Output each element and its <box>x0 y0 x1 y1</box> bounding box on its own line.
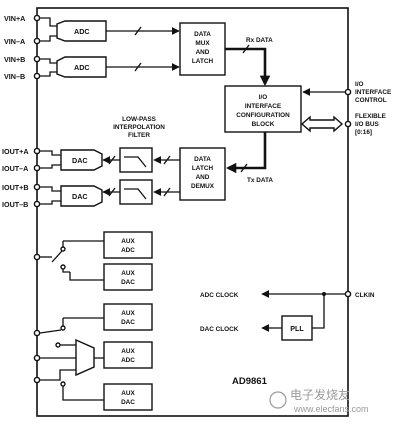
data-mux-line1: DATA <box>194 31 211 38</box>
aux-dac-1-line2: DAC <box>121 279 135 286</box>
pin-vin-minus-b: VIN–B <box>4 72 25 81</box>
watermark-url: www.elecfans.com <box>293 404 369 414</box>
io-control-line3: CONTROL <box>355 97 387 104</box>
aux-pin-markers <box>33 253 41 384</box>
dac-b-label: DAC <box>72 192 88 201</box>
dac-b-block <box>60 185 103 207</box>
lowpass-filter-b <box>119 179 153 205</box>
clkin-label: CLKIN <box>355 292 375 299</box>
aux-adc-1-line2: ADC <box>121 247 135 254</box>
aux-adc-1-block <box>103 231 153 259</box>
data-latch-line4: DEMUX <box>191 183 215 190</box>
aux-dac-1-line1: AUX <box>121 270 135 277</box>
data-latch-line2: LATCH <box>192 165 214 172</box>
pin-iout-minus-b: IOUT–B <box>2 200 28 209</box>
io-bus-line2: I/O BUS <box>355 121 380 128</box>
io-bus-line3: [0:16] <box>355 129 372 136</box>
lowpass-title-line3: FILTER <box>128 132 150 139</box>
pin-vin-plus-b: VIN+B <box>4 55 25 64</box>
aux-mux <box>40 338 104 381</box>
part-number: AD9861 <box>232 376 268 387</box>
adc-b-label: ADC <box>74 63 90 72</box>
data-mux-line4: LATCH <box>192 58 214 65</box>
io-bus-line1: FLEXIBLE <box>355 113 387 120</box>
data-mux-latch-block <box>179 22 226 76</box>
dac-a-block <box>60 149 103 171</box>
lowpass-filter-a <box>119 147 153 173</box>
adc-to-mux-buses <box>106 26 180 72</box>
data-mux-line2: MUX <box>195 40 210 47</box>
lowpass-title-line2: INTERPOLATION <box>113 124 165 131</box>
aux-adc-2-line2: ADC <box>121 357 135 364</box>
adc-a-label: ADC <box>74 27 90 36</box>
data-latch-line1: DATA <box>194 156 211 163</box>
aux-dac-2-line2: DAC <box>121 319 135 326</box>
aux-dac-2-wire <box>39 317 104 334</box>
aux-dac-3-line1: AUX <box>121 390 135 397</box>
adc-clock-label: ADC CLOCK <box>200 292 239 299</box>
data-mux-line3: AND <box>196 49 210 56</box>
adc-a-inputs <box>40 17 57 42</box>
pll-label: PLL <box>290 324 304 333</box>
pin-vin-minus-a: VIN–A <box>4 37 25 46</box>
watermark: 电子发烧友 www.elecfans.com <box>269 387 369 414</box>
io-control-line2: INTERFACE <box>355 89 392 96</box>
data-latch-line3: AND <box>196 174 210 181</box>
lowpass-title-line1: LOW-PASS <box>122 116 157 123</box>
io-control-line <box>302 88 352 96</box>
io-bus-double-arrow <box>300 115 352 133</box>
io-config-line4: BLOCK <box>252 121 275 128</box>
rx-data-label: Rx DATA <box>246 37 273 44</box>
dac-a-label: DAC <box>72 156 88 165</box>
pin-iout-plus-a: IOUT+A <box>2 147 29 156</box>
aux-adc-2-line1: AUX <box>121 348 135 355</box>
dac-clock-label: DAC CLOCK <box>200 326 239 333</box>
filter-to-dac-buses <box>102 155 120 197</box>
io-config-block <box>224 85 302 133</box>
left-pin-markers <box>33 14 41 208</box>
data-latch-demux-block <box>179 147 226 201</box>
io-control-line1: I/O <box>355 81 364 88</box>
pin-iout-plus-b: IOUT+B <box>2 183 29 192</box>
aux-adc-2-block <box>103 341 153 369</box>
aux-dac-2-line1: AUX <box>121 310 135 317</box>
aux-dac-3-wire <box>60 381 104 401</box>
io-config-line1: I/O <box>259 94 268 101</box>
aux-adc-1-input-switch <box>40 240 104 273</box>
aux-dac-3-block <box>103 383 153 411</box>
aux-dac-2-block <box>103 303 153 331</box>
pin-iout-minus-a: IOUT–A <box>2 164 28 173</box>
io-config-line2: INTERFACE <box>245 103 282 110</box>
adc-b-block <box>56 56 107 78</box>
aux-adc-1-line1: AUX <box>121 238 135 245</box>
adc-b-inputs <box>40 58 57 77</box>
rx-data-arrow <box>225 44 271 87</box>
aux-dac-1-block <box>103 263 153 291</box>
tx-data-label: Tx DATA <box>247 177 273 184</box>
dac-output-wires <box>40 150 61 205</box>
latch-to-filter-buses <box>153 155 180 197</box>
aux-dac-1-wire <box>69 272 104 281</box>
adc-a-block <box>56 20 107 42</box>
clkin-pin <box>261 290 352 329</box>
pin-vin-plus-a: VIN+A <box>4 14 25 23</box>
watermark-cn: 电子发烧友 <box>290 387 350 402</box>
io-config-line3: CONFIGURATION <box>236 112 290 119</box>
aux-dac-3-line2: DAC <box>121 399 135 406</box>
tx-data-arrow <box>225 132 267 174</box>
